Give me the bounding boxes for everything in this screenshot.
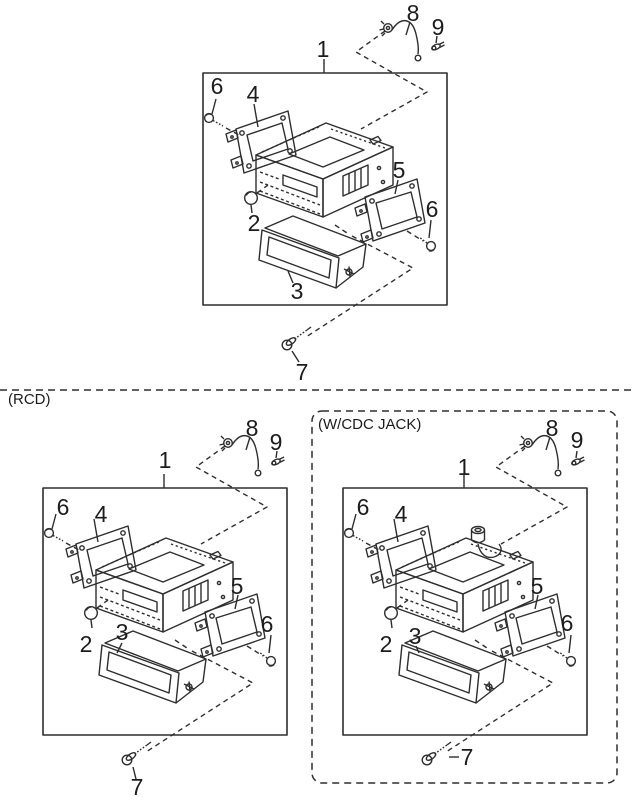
callout-9: 9 (270, 429, 283, 455)
leader-line (116, 642, 123, 654)
callout-9: 9 (571, 427, 584, 453)
callout-1: 1 (458, 454, 471, 480)
callout-3: 3 (409, 623, 422, 649)
callout-6-right: 6 (561, 610, 574, 636)
assembly-outline-box (342, 487, 588, 736)
callout-2: 2 (248, 210, 261, 236)
callout-6-left: 6 (211, 73, 224, 99)
exploded-view-art (43, 434, 286, 766)
rcd-section-label: (RCD) (8, 391, 51, 408)
exploded-view-art (343, 434, 586, 766)
callout-5: 5 (531, 573, 544, 599)
callout-4: 4 (247, 81, 260, 107)
callout-6-left: 6 (357, 494, 370, 520)
callout-8: 8 (546, 415, 559, 441)
callout-2: 2 (80, 631, 93, 657)
leader-line (415, 645, 420, 654)
cdc-jack-connector (470, 525, 502, 559)
assembly-outline-box (42, 487, 288, 736)
callout-7: 7 (296, 359, 309, 385)
leader-line (132, 766, 137, 780)
callout-4: 4 (95, 501, 108, 527)
exploded-view-art (203, 19, 446, 351)
callout-1: 1 (159, 447, 172, 473)
diagram-standard: 1 8 9 6 4 2 5 6 3 7 (202, 0, 448, 385)
callout-9: 9 (432, 14, 445, 40)
callout-3: 3 (291, 278, 304, 304)
callout-8: 8 (407, 0, 420, 26)
leader-line (287, 270, 294, 284)
assembly-outline-box (202, 72, 448, 306)
leader-line (291, 350, 300, 363)
callout-5: 5 (393, 157, 406, 183)
callout-6-right: 6 (426, 196, 439, 222)
wcdc-section-label: (W/CDC JACK) (318, 416, 421, 433)
callout-2: 2 (380, 631, 393, 657)
diagram-rcd: 1 8 9 6 4 2 5 6 3 7 (42, 415, 288, 800)
callout-8: 8 (246, 415, 259, 441)
callout-4: 4 (395, 501, 408, 527)
callout-6-right: 6 (261, 611, 274, 637)
callout-7: 7 (461, 744, 474, 770)
wcdc-boundary-box (311, 410, 618, 784)
callout-6-left: 6 (57, 494, 70, 520)
callout-5: 5 (231, 573, 244, 599)
diagram-wcdc: (W/CDC JACK) 1 8 9 6 4 2 5 6 3 7 (311, 410, 618, 784)
callout-7: 7 (131, 774, 144, 800)
callout-3: 3 (116, 619, 129, 645)
callout-1: 1 (317, 36, 330, 62)
